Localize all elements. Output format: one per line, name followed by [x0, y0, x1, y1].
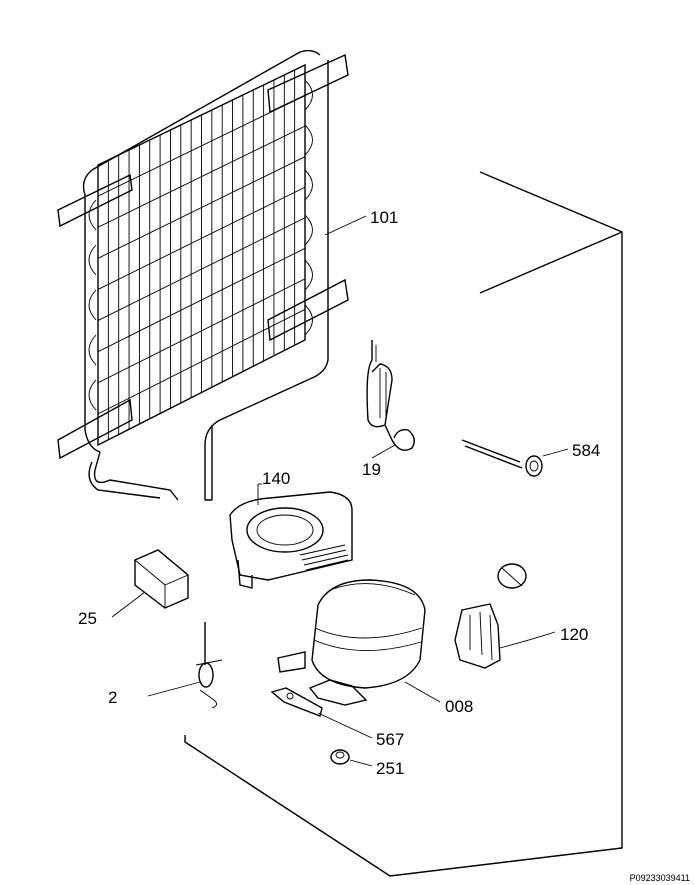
part-label-251: 251	[376, 759, 404, 778]
part-label-140: 140	[262, 469, 290, 488]
part-label-120: 2	[108, 688, 117, 707]
leader-line	[499, 631, 556, 649]
drawing-code: P09233039411	[630, 873, 690, 883]
leader-line	[404, 681, 441, 703]
part-label-584: 584	[572, 441, 600, 460]
mounting-bracket	[270, 687, 323, 717]
leader-line	[317, 712, 373, 739]
relay-box	[134, 549, 189, 609]
leader-line	[324, 215, 367, 236]
grommet	[330, 749, 350, 765]
part-label-567: 567	[376, 730, 404, 749]
condenser-coil	[57, 49, 349, 501]
part-label-101: 101	[370, 208, 398, 227]
condenser-bracket	[57, 53, 349, 460]
part-label-2: 008	[445, 697, 473, 716]
leader-line	[111, 591, 146, 618]
sensor-probe	[461, 439, 543, 477]
drip-tray	[229, 491, 353, 589]
leader-line	[371, 444, 396, 459]
leader-line	[147, 681, 201, 697]
heater-element	[366, 340, 415, 451]
leader-line	[542, 448, 569, 457]
leader-line	[349, 759, 373, 767]
cabinet-outline	[184, 171, 623, 877]
filter-dryer	[195, 622, 223, 709]
part-label-19: 19	[362, 460, 381, 479]
starter-relay	[454, 563, 527, 669]
compressor	[277, 579, 426, 706]
part-label-25: 25	[78, 609, 97, 628]
part-label-008: 120	[560, 625, 588, 644]
